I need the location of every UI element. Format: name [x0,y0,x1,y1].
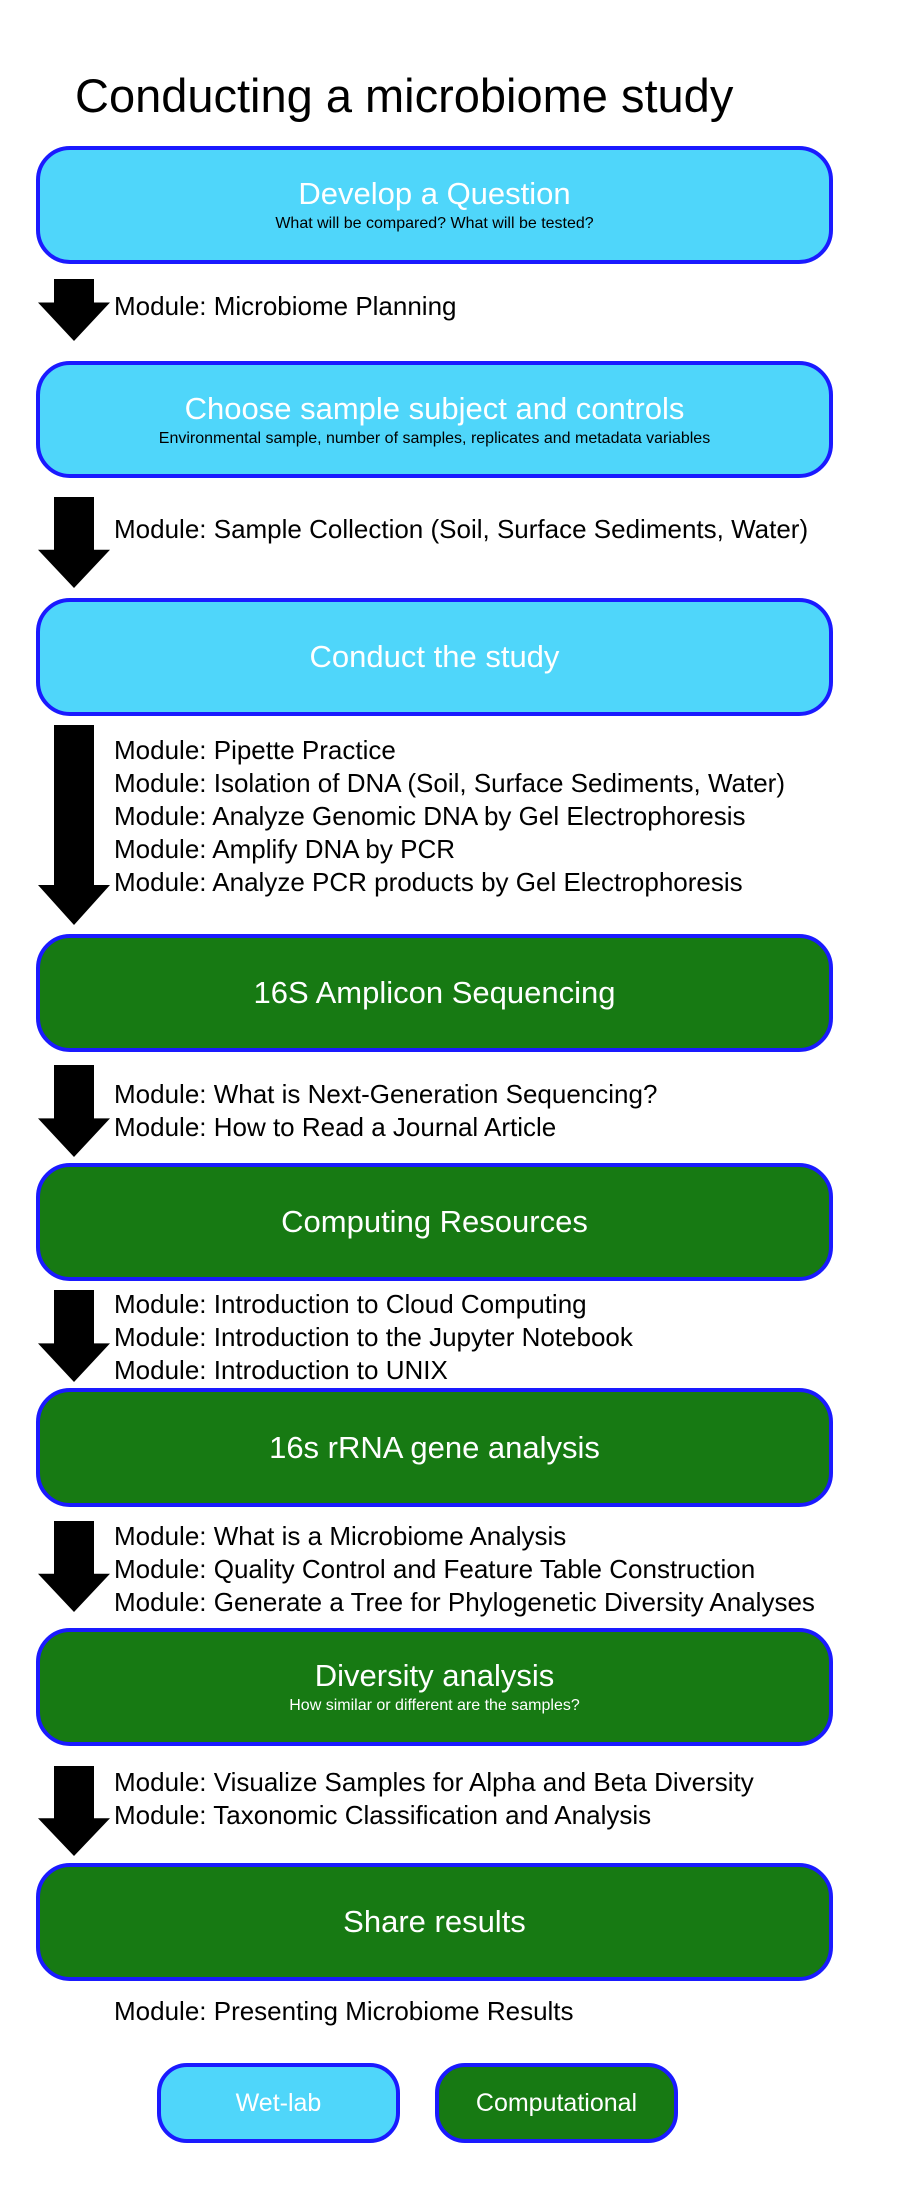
step-16s-rrna-gene-analysis: 16s rRNA gene analysis [36,1388,833,1507]
module-item: Module: Introduction to the Jupyter Note… [114,1322,633,1352]
step-develop-question: Develop a Question What will be compared… [36,146,833,264]
step-conduct-study: Conduct the study [36,598,833,716]
down-arrow-icon [38,279,110,341]
step-diversity-analysis: Diversity analysis How similar or differ… [36,1628,833,1746]
module-item: Module: Generate a Tree for Phylogenetic… [114,1587,815,1617]
page-title: Conducting a microbiome study [75,69,734,122]
module-item: Module: Isolation of DNA (Soil, Surface … [114,768,785,798]
down-arrow-icon [38,1290,110,1382]
step-computing-resources: Computing Resources [36,1163,833,1281]
module-item: Module: Pipette Practice [114,735,396,765]
step-share-results: Share results [36,1863,833,1981]
module-item: Module: Sample Collection (Soil, Surface… [114,514,809,544]
module-list: Module: Introduction to Cloud Computing … [114,1288,633,1387]
down-arrow-icon [38,725,110,925]
step-heading: Conduct the study [309,639,560,674]
module-list: Module: Visualize Samples for Alpha and … [114,1766,754,1832]
module-item: Module: Introduction to Cloud Computing [114,1289,587,1319]
module-list: Module: Microbiome Planning [114,290,457,323]
module-item: Module: Microbiome Planning [114,291,457,321]
down-arrow-icon [38,1065,110,1157]
module-item: Module: Taxonomic Classification and Ana… [114,1800,652,1830]
module-list: Module: What is a Microbiome Analysis Mo… [114,1520,815,1619]
module-item: Module: Presenting Microbiome Results [114,1996,574,2026]
step-subtitle: How similar or different are the samples… [289,1697,580,1714]
module-list: Module: Sample Collection (Soil, Surface… [114,513,808,546]
step-heading: 16S Amplicon Sequencing [253,975,616,1010]
legend-wet-lab: Wet-lab [157,2063,400,2143]
step-choose-sample: Choose sample subject and controls Envir… [36,361,833,478]
step-heading: Choose sample subject and controls [184,390,685,426]
step-heading: Diversity analysis [314,1658,555,1693]
module-item: Module: What is Next-Generation Sequenci… [114,1079,658,1109]
down-arrow-icon [38,1521,110,1612]
module-item: Module: How to Read a Journal Article [114,1112,557,1142]
module-item: Module: Visualize Samples for Alpha and … [114,1767,754,1797]
step-16s-amplicon-sequencing: 16S Amplicon Sequencing [36,934,833,1052]
down-arrow-icon [38,497,110,588]
module-item: Module: What is a Microbiome Analysis [114,1521,567,1551]
down-arrow-icon [38,1766,110,1856]
step-subtitle: What will be compared? What will be test… [275,215,594,232]
module-item: Module: Amplify DNA by PCR [114,834,456,864]
step-heading: Computing Resources [281,1204,588,1239]
step-subtitle: Environmental sample, number of samples,… [158,429,711,447]
module-item: Module: Analyze PCR products by Gel Elec… [114,867,743,897]
legend-computational: Computational [435,2063,678,2143]
step-heading: Share results [343,1904,526,1939]
module-item: Module: Quality Control and Feature Tabl… [114,1554,756,1584]
module-item: Module: Analyze Genomic DNA by Gel Elect… [114,801,746,831]
module-list: Module: What is Next-Generation Sequenci… [114,1078,657,1144]
module-item: Module: Introduction to UNIX [114,1355,448,1385]
step-heading: Develop a Question [298,176,571,211]
module-list: Module: Pipette Practice Module: Isolati… [114,734,785,899]
module-list: Module: Presenting Microbiome Results [114,1995,574,2028]
step-heading: 16s rRNA gene analysis [269,1429,600,1465]
